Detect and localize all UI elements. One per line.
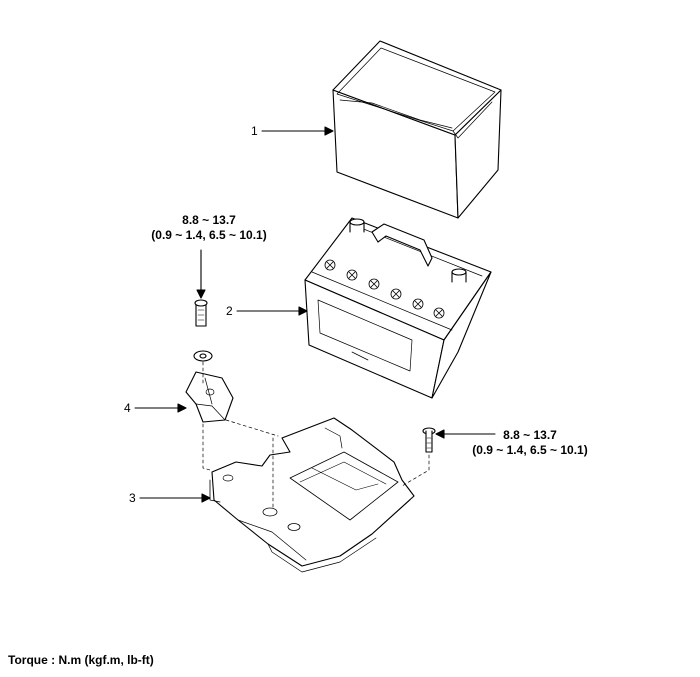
torque-spec-left-line1: 8.8 ~ 13.7: [182, 213, 236, 227]
callout-4: 4: [124, 401, 131, 415]
leader-lines: [134, 126, 496, 503]
hold-down-clamp: [185, 371, 234, 423]
callout-1: 1: [251, 124, 258, 138]
right-bolt: [422, 427, 436, 453]
left-bolt: [193, 299, 213, 362]
alignment-lines: [202, 361, 430, 509]
torque-spec-left: 8.8 ~ 13.7 (0.9 ~ 1.4, 6.5 ~ 10.1): [140, 213, 278, 243]
callout-2: 2: [226, 304, 233, 318]
torque-unit-note: Torque : N.m (kgf.m, lb-ft): [8, 653, 154, 667]
torque-spec-right-line1: 8.8 ~ 13.7: [503, 428, 557, 442]
battery-tray: [209, 417, 415, 573]
torque-spec-right-line2: (0.9 ~ 1.4, 6.5 ~ 10.1): [472, 443, 588, 457]
torque-spec-left-line2: (0.9 ~ 1.4, 6.5 ~ 10.1): [151, 228, 267, 242]
battery: [304, 217, 492, 399]
battery-cover: [332, 40, 502, 219]
callout-3: 3: [129, 491, 136, 505]
torque-spec-right: 8.8 ~ 13.7 (0.9 ~ 1.4, 6.5 ~ 10.1): [460, 428, 600, 458]
